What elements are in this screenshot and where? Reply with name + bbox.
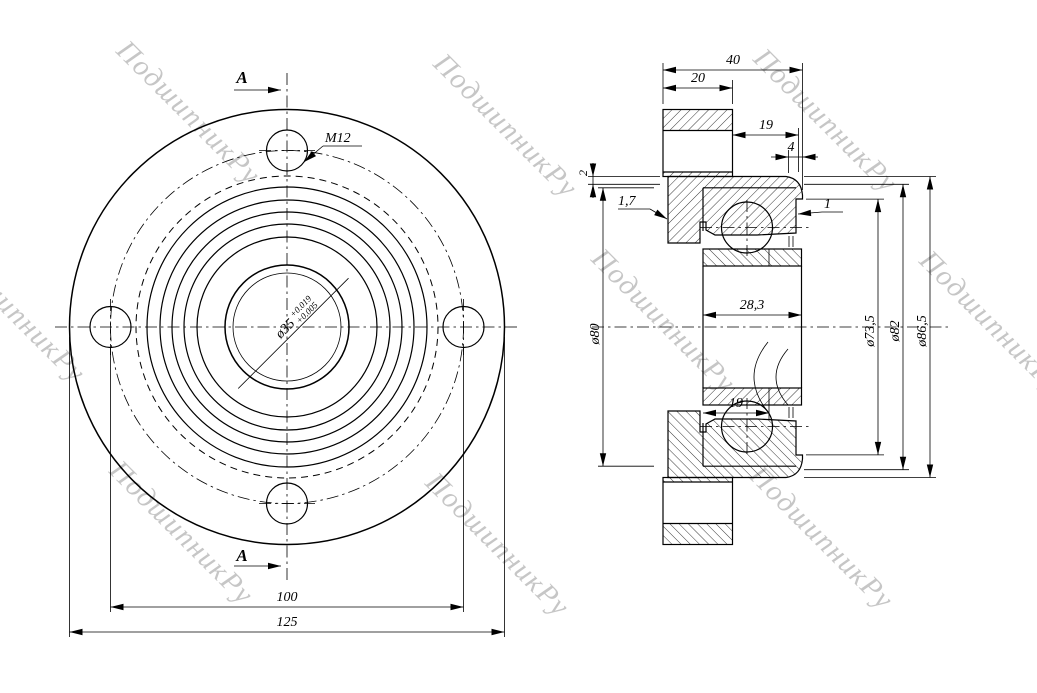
bore-circle: [224, 264, 350, 390]
front-view: A A M12 ø35 +0.019 +0.005 100 125: [55, 68, 519, 637]
section-right-dimensions: 1 ø73,5 ø82 ø86,5: [797, 176, 936, 478]
leader-line: [303, 145, 324, 163]
bore-chamfer-circle: [232, 272, 342, 382]
watermark-layer: ПодшипникРу ПодшипникРу ПодшипникРу Подш…: [0, 34, 1037, 624]
bolt-holes: [89, 129, 485, 525]
watermark-text: ПодшипникРу: [426, 47, 584, 205]
section-top-dimensions: 40 20 19 4: [662, 53, 818, 190]
flange-outer-circle: [68, 108, 506, 546]
set-screw-arc: [775, 348, 789, 406]
dia-bearing-od-label: ø80: [588, 324, 603, 346]
dim-seat-step-label: 2: [576, 170, 590, 176]
set-screw-arc: [753, 341, 769, 413]
dim-inner-ring-total-label: 28,3: [740, 298, 765, 313]
dia-sphere-od-label: ø86,5: [915, 315, 930, 348]
bore-diameter-label: ø35: [272, 316, 298, 342]
dim-flange-od-label: 125: [277, 615, 298, 630]
watermark-text: ПодшипникРу: [742, 459, 900, 617]
inner-ring-section: [702, 248, 803, 267]
housing-circle: [159, 199, 415, 455]
dim-cartridge-protrusion-label: 19: [759, 118, 773, 133]
housing-circle: [146, 186, 428, 468]
watermark-text: ПодшипникРу: [102, 454, 260, 612]
dia-housing-od-label: ø82: [888, 321, 903, 343]
sphere-hidden-circle: [135, 175, 439, 479]
flange-circles: [68, 108, 506, 546]
section-arrows: A A: [234, 68, 281, 570]
bore-region: [592, 266, 948, 413]
dim-front-lip-label: 4: [788, 140, 795, 155]
thread-label: M12: [324, 131, 351, 146]
leader-line: [649, 208, 668, 220]
watermark-text: ПодшипникРу: [0, 232, 92, 390]
watermark-text: ПодшипникРу: [912, 244, 1037, 402]
ring-circle: [171, 211, 403, 443]
dim-bearing-width-label: 19: [729, 396, 743, 411]
dim-back-recess-label: 1,7: [618, 194, 637, 209]
leader-shelf: [237, 277, 349, 389]
section-inner-dimensions: 28,3 19: [703, 298, 802, 419]
watermark-text: ПодшипникРу: [109, 34, 267, 192]
section-view: 40 20 19 4 2 1,7 ø80 1: [576, 53, 948, 546]
seal-circle: [196, 236, 378, 418]
section-label-top: A: [235, 68, 247, 87]
watermark-text: ПодшипникРу: [418, 466, 576, 624]
thread-callout: M12: [303, 131, 362, 163]
dim-overall-width-label: 40: [726, 53, 740, 68]
dim-flange-thickness-label: 20: [691, 71, 705, 86]
flange-hatch: [663, 109, 733, 131]
section-left-dimensions: 2 1,7 ø80: [576, 163, 668, 467]
dim-snap-groove-label: 1: [824, 197, 831, 212]
section-label-bottom: A: [235, 546, 247, 565]
dia-seal-seat-label: ø73,5: [863, 315, 878, 348]
front-dimensions: 100 125: [69, 337, 505, 637]
section-upper-half: [662, 108, 812, 267]
dim-bolt-circle-label: 100: [277, 590, 298, 605]
cartridge-section: [667, 175, 804, 244]
leader-line: [797, 209, 823, 217]
flange-hatch: [663, 172, 733, 177]
ring-circle: [183, 223, 391, 431]
